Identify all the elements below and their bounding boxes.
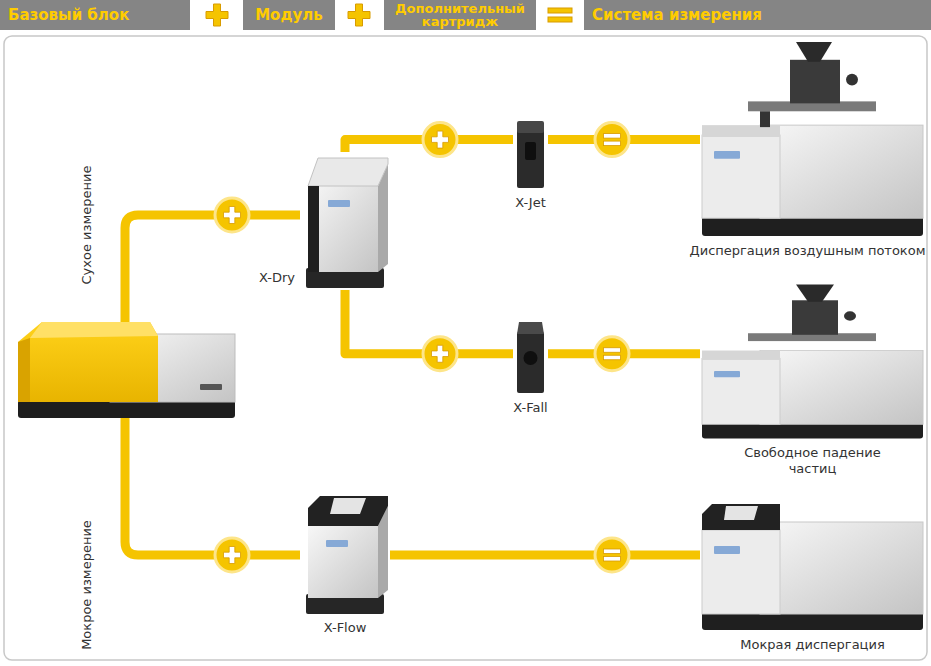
instrument-part: X-Flow — [300, 490, 390, 615]
system-body — [760, 522, 923, 614]
x-jet-image — [513, 118, 548, 190]
plus-symbol — [423, 337, 457, 371]
part-label: X-Fall — [513, 400, 547, 416]
base-hood-side — [18, 338, 30, 402]
module-top — [308, 496, 388, 526]
system-logo — [714, 371, 740, 377]
module-lid — [330, 498, 366, 514]
plus-symbol — [215, 198, 249, 232]
feeder-body — [790, 60, 840, 104]
system-module-top — [702, 504, 780, 530]
x-dry-image — [300, 152, 390, 290]
system-module — [702, 358, 780, 424]
cartridge-top — [517, 121, 544, 133]
equals-symbol — [548, 8, 572, 22]
instrument-part: X-Dry — [300, 152, 390, 290]
step-header-box: Дополнительный картридж — [384, 0, 536, 30]
instrument-part: Диспергация воздушным потоком — [700, 40, 925, 238]
system-module — [702, 135, 780, 218]
panel-frame — [4, 36, 927, 660]
system-lid — [724, 506, 758, 520]
module-logo — [328, 200, 350, 207]
base-connector-lines — [125, 198, 300, 572]
free-fall-system-image — [700, 283, 925, 440]
yellow-line — [125, 215, 300, 322]
system-module-top — [702, 351, 780, 360]
equals-symbol — [595, 538, 629, 572]
plus-symbol — [206, 4, 228, 26]
instrument-part: Свободное падение частиц — [700, 283, 925, 440]
part-label: Свободное падение частиц — [725, 445, 900, 478]
step-title: Дополнительный картридж — [392, 2, 528, 28]
base-hood-top — [30, 322, 158, 338]
plus-symbol — [423, 123, 457, 157]
plus-symbol — [215, 538, 249, 572]
part-label: X-Jet — [515, 195, 546, 211]
system-body — [760, 125, 923, 218]
step-title: Базовый блок — [8, 8, 129, 23]
plus-symbol — [348, 4, 370, 26]
cartridge-slot — [525, 142, 536, 160]
feeder-post — [760, 111, 770, 127]
instrument-part: Мокрая диспергация — [700, 500, 925, 632]
module-front — [308, 186, 378, 272]
step-title: Система измерения — [592, 8, 762, 23]
part-label: Мокрая диспергация — [740, 637, 884, 653]
module-front — [308, 526, 378, 598]
part-label: X-Flow — [324, 620, 367, 636]
dry-jet-system-image — [700, 40, 925, 238]
instrument-part: X-Fall — [513, 320, 548, 395]
yellow-line — [125, 418, 300, 555]
equals-symbol — [595, 123, 629, 157]
instrument-part: X-Jet — [513, 118, 548, 190]
cartridge-top — [517, 322, 544, 334]
feeder-knob — [844, 311, 856, 320]
wet-system-image — [700, 500, 925, 632]
part-label: X-Dry — [259, 270, 295, 286]
system-logo — [714, 546, 740, 554]
feeder-knob — [846, 74, 858, 86]
section-label: Мокрое измерение — [79, 520, 94, 650]
base-hood — [18, 322, 158, 402]
system-body — [760, 351, 923, 425]
step-header-box: Базовый блок — [0, 0, 190, 30]
step-title: Модуль — [255, 8, 323, 23]
base-button — [200, 384, 222, 390]
step-header-box: Модуль — [243, 0, 335, 30]
cartridge-hole — [524, 351, 538, 365]
cartridge-body — [517, 128, 544, 188]
module-logo — [326, 540, 348, 547]
cartridge-body — [517, 332, 544, 393]
module-top — [308, 158, 388, 186]
step-header-box: Система измерения — [584, 0, 931, 30]
system-logo — [714, 151, 740, 159]
section-label: Сухое измерение — [79, 166, 94, 285]
feeder-funnel — [796, 42, 832, 62]
module-strip — [308, 186, 319, 272]
part-label: Диспергация воздушным потоком — [690, 243, 926, 259]
yellow-connector — [390, 551, 700, 560]
x-flow-image — [300, 490, 390, 615]
equals-symbol — [595, 337, 629, 371]
x-fall-image — [513, 320, 548, 395]
base-unit-image — [18, 322, 235, 418]
feeder-funnel — [796, 285, 834, 302]
base-foot — [18, 400, 235, 418]
feeder-body — [792, 300, 838, 335]
system-module — [702, 530, 780, 614]
